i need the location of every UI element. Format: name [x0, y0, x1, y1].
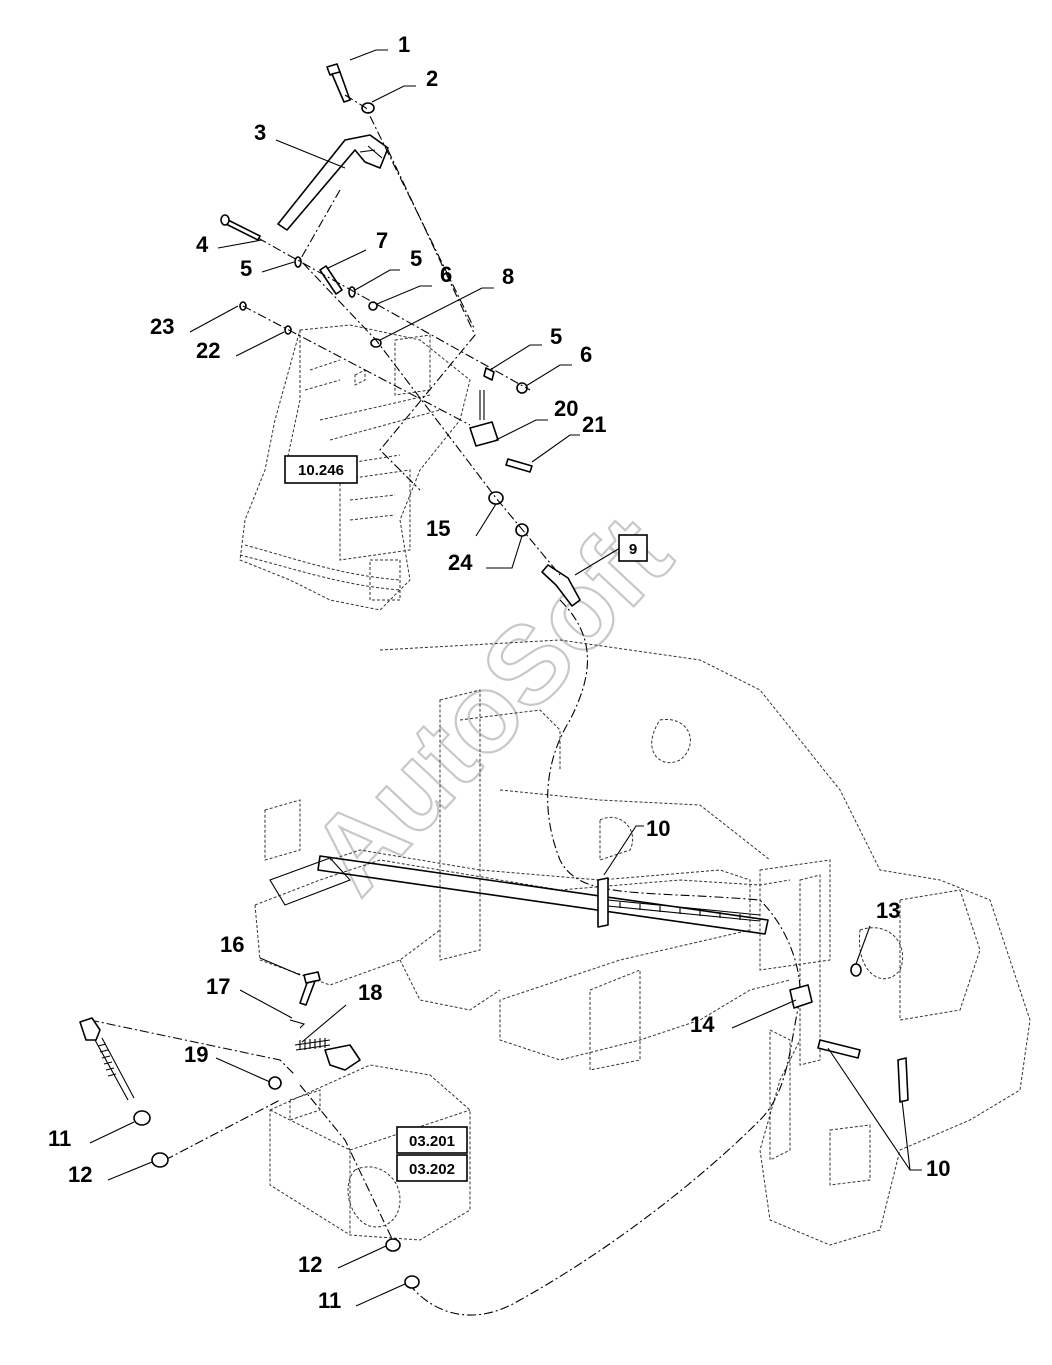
washer-15 [488, 491, 504, 505]
callout-16: 16 [220, 932, 244, 957]
callout-21: 21 [582, 412, 606, 437]
callout-15: 15 [426, 516, 450, 541]
cable-adjuster-assembly [79, 971, 420, 1289]
callout-24: 24 [448, 550, 473, 575]
callout-5c: 5 [550, 324, 562, 349]
callout-12a: 12 [68, 1162, 92, 1187]
callout-11a: 11 [48, 1126, 71, 1151]
cable-fork-end [79, 1017, 101, 1041]
callout-6b: 6 [580, 342, 592, 367]
lever-assembly [220, 63, 581, 607]
callout-20: 20 [554, 396, 578, 421]
washer-12a [151, 1152, 169, 1168]
callout-4: 4 [196, 232, 209, 257]
ref-03-201-label: 03.201 [409, 1133, 455, 1150]
callout-1: 1 [398, 32, 410, 57]
bushing-5a [294, 256, 302, 268]
callout-8: 8 [502, 264, 514, 289]
gearbox-housing [269, 1064, 471, 1241]
clamp-10a [597, 877, 609, 928]
callout-18: 18 [358, 980, 382, 1005]
callout-11b: 11 [318, 1288, 341, 1313]
callout-7: 7 [376, 228, 388, 253]
callout-19: 19 [184, 1042, 208, 1067]
callout-5b: 5 [410, 246, 422, 271]
callout-23: 23 [150, 314, 174, 339]
leader-lines [89, 49, 922, 1307]
callout-12b: 12 [298, 1252, 322, 1277]
nut-6a [368, 301, 378, 311]
clamp-10c [897, 1057, 909, 1103]
pin-8 [370, 338, 382, 348]
washer-12b [385, 1238, 401, 1252]
cable-end-9 [541, 564, 581, 607]
spring-20 [479, 390, 485, 420]
nut-11a [133, 1110, 151, 1126]
callout-14: 14 [690, 1012, 715, 1037]
bushing-5c [483, 367, 495, 381]
ref-10-246-label: 10.246 [298, 462, 344, 479]
callout-3: 3 [254, 120, 266, 145]
ref-9-label: 9 [629, 541, 637, 558]
callout-17: 17 [206, 974, 230, 999]
assembly-lines [89, 94, 851, 1316]
washer-13 [850, 963, 862, 977]
callout-10b: 10 [926, 1156, 950, 1181]
ref-box-9[interactable]: 9 [618, 534, 648, 562]
callout-labels: 1 2 3 4 5 7 5 6 8 23 22 5 6 20 21 15 24 … [48, 32, 950, 1313]
callout-5a: 5 [240, 256, 252, 281]
cable-clamps [597, 877, 909, 1103]
callout-13: 13 [876, 898, 900, 923]
lever-3 [277, 134, 389, 231]
callout-6a: 6 [440, 262, 452, 287]
washer-2 [361, 102, 375, 114]
callout-22: 22 [196, 338, 220, 363]
callout-2: 2 [426, 66, 438, 91]
spring-18 [294, 1039, 331, 1051]
clamp-10b [817, 1039, 861, 1059]
washer-22 [284, 325, 292, 335]
clip-17 [289, 1019, 306, 1029]
reference-boxes: 10.246 9 03.201 03.202 [284, 455, 648, 1182]
bolt-16 [303, 971, 321, 984]
ref-box-10-246[interactable]: 10.246 [284, 455, 358, 484]
ref-box-03-202[interactable]: 03.202 [396, 1154, 468, 1182]
ref-03-202-label: 03.202 [409, 1161, 455, 1178]
ref-box-03-201[interactable]: 03.201 [396, 1126, 468, 1154]
nut-11b [404, 1275, 420, 1289]
link-7 [319, 265, 343, 295]
diagonal-tube [269, 855, 769, 935]
bolt-21 [505, 458, 533, 473]
callout-10a: 10 [646, 816, 670, 841]
nut-19 [268, 1076, 282, 1090]
main-chassis-frame [254, 639, 1031, 1246]
clamp-14 [789, 984, 813, 1009]
